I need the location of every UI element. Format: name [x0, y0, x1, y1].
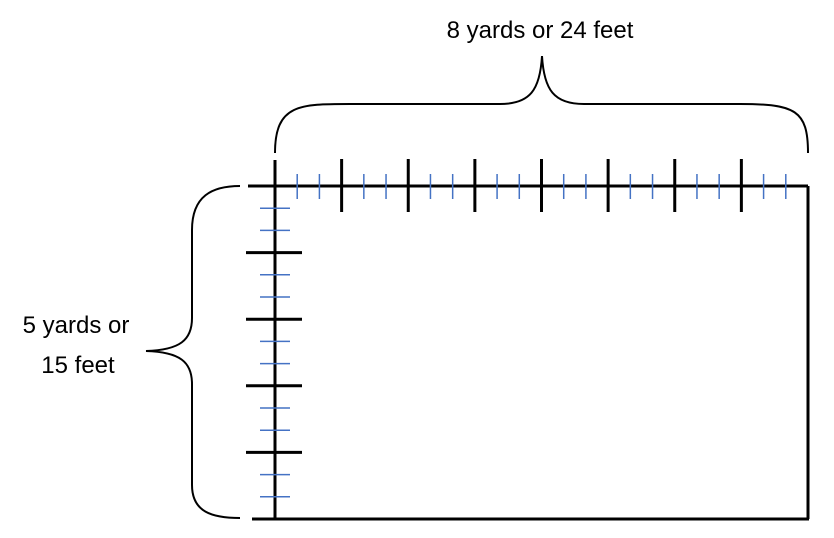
top-curly-brace: [274, 55, 809, 154]
left-curly-brace: [145, 185, 241, 519]
left-dimension-label-line1: 5 yards or: [23, 312, 130, 339]
top-dimension-label: 8 yards or 24 feet: [447, 17, 634, 44]
rectangle-outline: [248, 160, 810, 521]
left-ruler-ticks: [246, 207, 302, 498]
left-dimension-label-line2: 15 feet: [41, 352, 115, 379]
top-ruler-ticks: [296, 159, 787, 212]
